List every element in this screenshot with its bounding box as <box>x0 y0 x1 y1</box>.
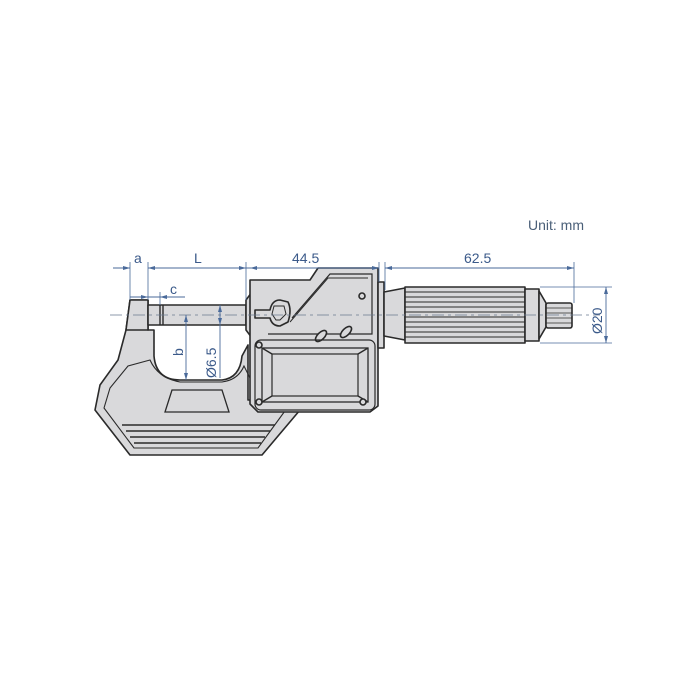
dim-label-thimble-diameter: Ø20 <box>589 307 605 334</box>
knurling <box>405 291 525 338</box>
dim-label-L: L <box>194 250 202 266</box>
dim-label-b: b <box>170 348 186 356</box>
micrometer-frame <box>94 299 301 456</box>
dim-label-c: c <box>170 281 177 297</box>
dim-label-spindle-diameter: Ø6.5 <box>203 347 219 378</box>
dim-label-a: a <box>134 250 142 266</box>
unit-label: Unit: mm <box>528 217 584 233</box>
dim-label-44-5: 44.5 <box>292 250 319 266</box>
dim-label-62-5: 62.5 <box>464 250 491 266</box>
digital-head <box>245 267 385 413</box>
dimension-lines <box>113 262 612 380</box>
